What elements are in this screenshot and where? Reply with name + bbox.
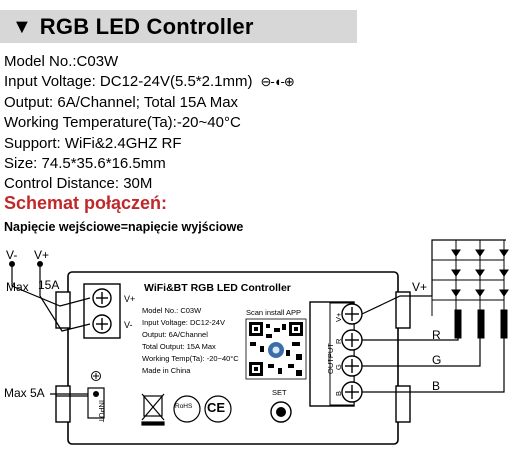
input-max-5a-label: Max 5A <box>4 386 45 400</box>
output-terminal-b: B <box>334 390 343 396</box>
dc-polarity-icon: ⊖-◖-⊕ <box>260 74 294 90</box>
input-terminal-block <box>83 283 121 339</box>
input-wires <box>9 261 91 332</box>
section-subheading: Napięcie wejściowe=napięcie wyjściowe <box>4 220 244 234</box>
input-v-minus-label: V- <box>6 248 18 262</box>
input-jack-label: INPUT <box>97 400 106 423</box>
page-title: RGB LED Controller <box>39 13 254 39</box>
ce-mark: CE <box>207 400 226 415</box>
input-v-plus-label: V+ <box>34 248 50 262</box>
section-heading: Schemat połączeń: <box>4 193 168 213</box>
spec-support: Support: WiFi&2.4GHZ RF <box>4 134 182 152</box>
title-bar: ▼ RGB LED Controller <box>0 10 357 43</box>
rohs-mark: RoHS <box>175 403 193 410</box>
spec-size: Size: 74.5*35.6*16.5mm <box>4 155 166 173</box>
input-max-label: Max <box>6 280 29 294</box>
led-strips <box>431 240 509 339</box>
output-terminal-r: R <box>334 338 343 344</box>
device-title: WiFi&BT RGB LED Controller <box>144 282 291 294</box>
wiring-diagram-drawing <box>9 239 509 445</box>
device-info-model: Model No.: C03W <box>142 306 202 315</box>
output-terminal-g: G <box>334 364 343 370</box>
qr-code <box>245 318 307 380</box>
spec-temperature: Working Temperature(Ta):-20~40°C <box>4 114 241 132</box>
device-info-temp: Working Temp(Ta): -20~40°C <box>142 354 239 363</box>
spec-input-voltage: Input Voltage: DC12-24V(5.5*2.1mm) ⊖-◖-⊕ <box>4 72 295 92</box>
terminal-v-minus-label: V- <box>124 320 133 330</box>
input-15a-label: 15A <box>38 278 60 292</box>
spec-distance: Control Distance: 30M <box>4 175 153 193</box>
output-terminal-block <box>309 301 363 407</box>
wire-v-plus-label: V+ <box>412 280 428 294</box>
wire-g-label: G <box>432 353 442 367</box>
terminal-v-plus-label: V+ <box>124 294 136 304</box>
set-label: SET <box>272 388 287 397</box>
device-info-voltage: Input Voltage: DC12-24V <box>142 318 225 327</box>
certification-marks <box>141 393 232 426</box>
wire-b-label: B <box>432 379 441 393</box>
output-terminal-v-plus: V+ <box>334 312 343 322</box>
device-info-total: Total Output: 15A Max <box>142 342 216 351</box>
scan-app-label: Scan install APP <box>246 308 302 317</box>
set-button-graphic <box>270 401 292 423</box>
device-info-origin: Made in China <box>142 366 191 375</box>
device-info-output: Output: 6A/Channel <box>142 330 208 339</box>
spec-output: Output: 6A/Channel; Total 15A Max <box>4 93 239 111</box>
spec-model: Model No.:C03W <box>4 53 119 70</box>
wire-r-label: R <box>432 328 441 342</box>
triangle-down-icon: ▼ <box>12 15 32 38</box>
dc-jack <box>56 371 105 419</box>
spec-list: Model No.:C03W Input Voltage: DC12-24V(5… <box>4 52 295 195</box>
wiring-diagram: V- V+ Max 15A Max 5A WiFi&BT RGB LED Con… <box>0 236 528 451</box>
